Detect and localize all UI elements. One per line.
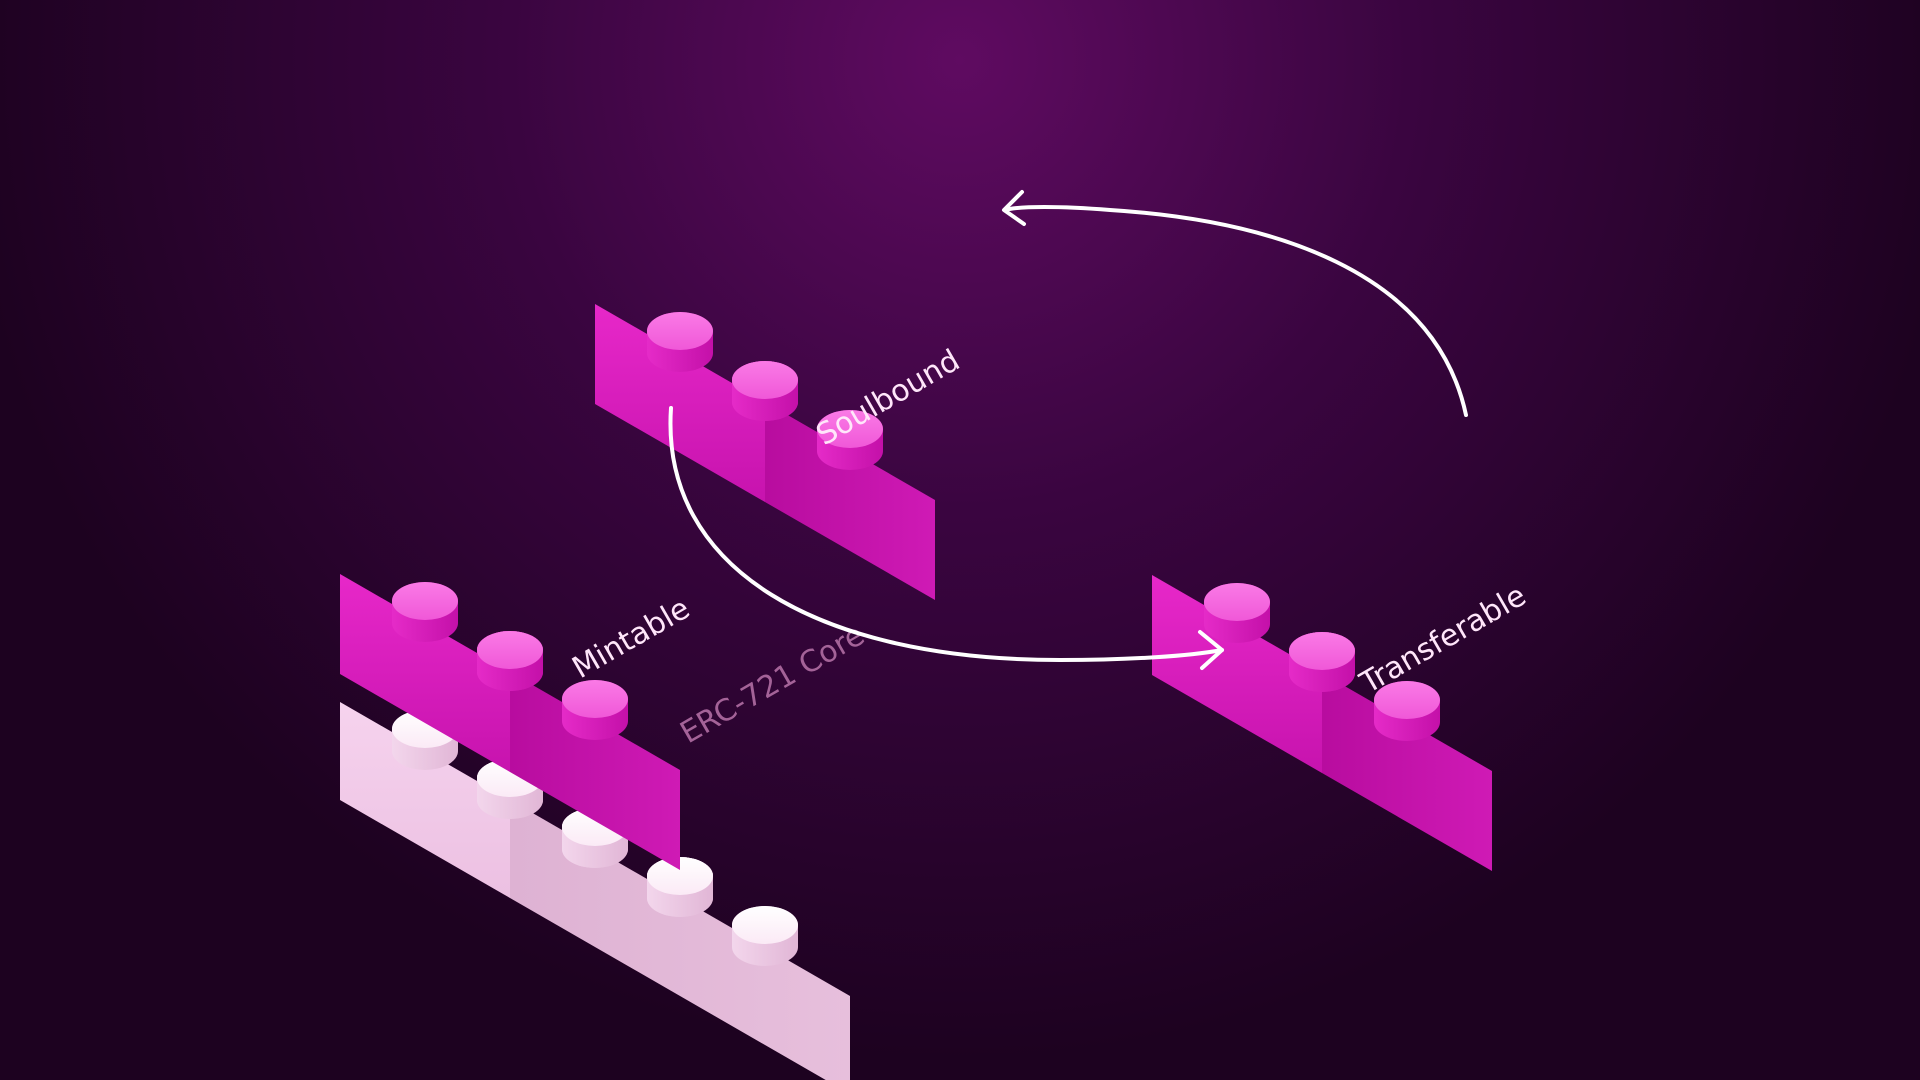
brick-stud bbox=[817, 410, 883, 470]
brick-face-front bbox=[765, 402, 935, 600]
brick-stud bbox=[647, 857, 713, 917]
stud-top bbox=[732, 906, 798, 944]
stud-top bbox=[817, 410, 883, 448]
arrow-curve bbox=[668, 406, 1224, 663]
brick-stud bbox=[1289, 632, 1355, 692]
brick-transferable bbox=[1152, 575, 1492, 871]
arrow-head-icon bbox=[1198, 630, 1224, 670]
stud-top bbox=[392, 582, 458, 620]
brick-face-left bbox=[595, 304, 765, 502]
stud-top bbox=[1204, 583, 1270, 621]
brick-face-front bbox=[510, 800, 850, 1080]
stud-top bbox=[1374, 681, 1440, 719]
brick-stud bbox=[562, 680, 628, 740]
brick-stud bbox=[732, 361, 798, 421]
stud-top bbox=[732, 361, 798, 399]
brick-stud bbox=[732, 906, 798, 966]
stud-top bbox=[562, 680, 628, 718]
stud-top bbox=[1289, 632, 1355, 670]
brick-face-front bbox=[1322, 673, 1492, 871]
arrow-transferable-to-soulbound bbox=[1002, 190, 1468, 417]
brick-face-left bbox=[340, 574, 510, 772]
arrow-head-icon bbox=[1002, 190, 1026, 226]
arrow-curve bbox=[1003, 205, 1468, 417]
brick-face-front bbox=[510, 672, 680, 870]
brick-face-left bbox=[340, 702, 510, 898]
stud-top bbox=[477, 631, 543, 669]
stud-top bbox=[647, 312, 713, 350]
stud-top bbox=[647, 857, 713, 895]
brick-stud bbox=[477, 631, 543, 691]
brick-stud bbox=[1374, 681, 1440, 741]
brick-stud bbox=[1204, 583, 1270, 643]
brick-face-left bbox=[1152, 575, 1322, 773]
arrow-soulbound-to-transferable bbox=[668, 406, 1224, 670]
brick-soulbound bbox=[595, 304, 935, 600]
brick-mintable bbox=[340, 574, 680, 870]
brick-stud bbox=[392, 582, 458, 642]
brick-stud bbox=[647, 312, 713, 372]
